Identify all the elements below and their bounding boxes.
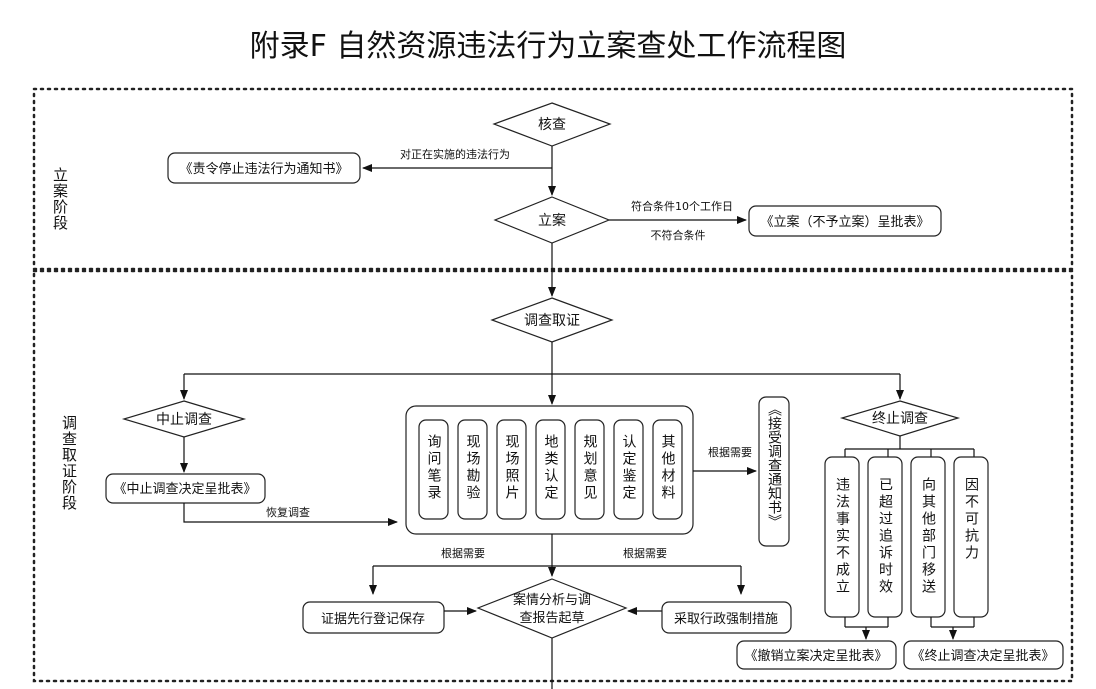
evidence-item-label: 现场勘验 — [465, 434, 481, 502]
stop-notice-label: 《责令停止违法行为通知书》 — [179, 161, 348, 177]
termination-reason-label: 已超过追诉时效 — [877, 477, 893, 596]
evidence-item-label: 认定鉴定 — [621, 434, 637, 502]
page-title: 附录F 自然资源违法行为立案查处工作流程图 — [250, 29, 847, 64]
evidence-item-box — [535, 419, 566, 520]
edge-meets-conditions: 符合条件10个工作日 — [631, 199, 733, 213]
edge-as-needed-accept: 根据需要 — [708, 445, 752, 459]
evidence-item-box — [574, 419, 605, 520]
revoke-form-label: 《撤销立案决定呈批表》 — [744, 648, 887, 664]
evidence-item-label: 询问笔录 — [426, 434, 442, 502]
termination-reason-box — [910, 456, 946, 618]
evidence-item-box — [457, 419, 488, 520]
case-form-box — [748, 205, 942, 237]
termination-reason-label: 违法事实不成立 — [834, 477, 850, 596]
termination-reason-box — [867, 456, 903, 618]
filing-stage-label: 立案阶段 — [51, 167, 69, 231]
evidence-item-box — [418, 419, 449, 520]
terminate-label: 终止调查 — [872, 411, 928, 427]
investigation-stage-label: 调查取证阶段 — [60, 415, 78, 511]
suspend-form-box — [105, 473, 266, 504]
edge-ongoing-violation: 对正在实施的违法行为 — [400, 147, 510, 161]
termination-reason-label: 因不可抗力 — [963, 477, 979, 562]
termination-reason-box — [824, 456, 860, 618]
enforcement-label: 采取行政强制措施 — [674, 612, 778, 627]
accept-notice-box — [758, 396, 790, 547]
filing-stage-frame — [32, 87, 1074, 271]
evidence-item-label: 地类认定 — [543, 434, 559, 502]
termination-reasons: 违法事实不成立 已超过追诉时效 向其他部门移送 因不可抗力 — [824, 456, 989, 618]
terminate-form-label: 《终止调查决定呈批表》 — [911, 648, 1054, 664]
file-case-label: 立案 — [538, 212, 566, 229]
analysis-label-1: 案情分析与调 — [513, 593, 591, 608]
evidence-item-box — [496, 419, 527, 520]
analysis-decision — [476, 578, 628, 639]
termination-reason-label: 向其他部门移送 — [920, 477, 936, 596]
evidence-item-label: 规划意见 — [582, 434, 598, 502]
termination-reason-box — [953, 456, 989, 618]
suspend-form-label: 《中止调查决定呈批表》 — [113, 482, 256, 497]
accept-notice-label: 《接受调查通知书》 — [766, 402, 782, 528]
evidence-register-box — [302, 601, 445, 634]
suspend-label: 中止调查 — [156, 412, 212, 428]
evidence-item-box — [652, 419, 683, 520]
investigation-stage-frame — [32, 269, 1074, 683]
edge-as-needed-left: 根据需要 — [441, 546, 485, 560]
terminate-form-box — [903, 640, 1064, 670]
evidence-item-box — [613, 419, 644, 520]
verify-label: 核查 — [538, 117, 566, 133]
revoke-form-box — [736, 640, 897, 670]
analysis-label-2: 查报告起草 — [519, 611, 584, 626]
evidence-items: 询问笔录 现场勘验 现场照片 地类认定 规划意见 认定鉴定 其他材料 — [418, 419, 683, 520]
evidence-item-label: 现场照片 — [504, 434, 520, 502]
edge-resume: 恢复调查 — [266, 505, 310, 519]
edge-as-needed-right: 根据需要 — [623, 546, 667, 560]
stop-notice-box — [167, 152, 361, 184]
evidence-item-label: 其他材料 — [660, 434, 676, 502]
case-form-label: 《立案（不予立案）呈批表》 — [760, 215, 929, 230]
enforcement-box — [661, 601, 792, 634]
evidence-register-label: 证据先行登记保存 — [321, 612, 425, 627]
edge-not-meet: 不符合条件 — [651, 228, 706, 242]
investigate-label: 调查取证 — [524, 313, 580, 329]
